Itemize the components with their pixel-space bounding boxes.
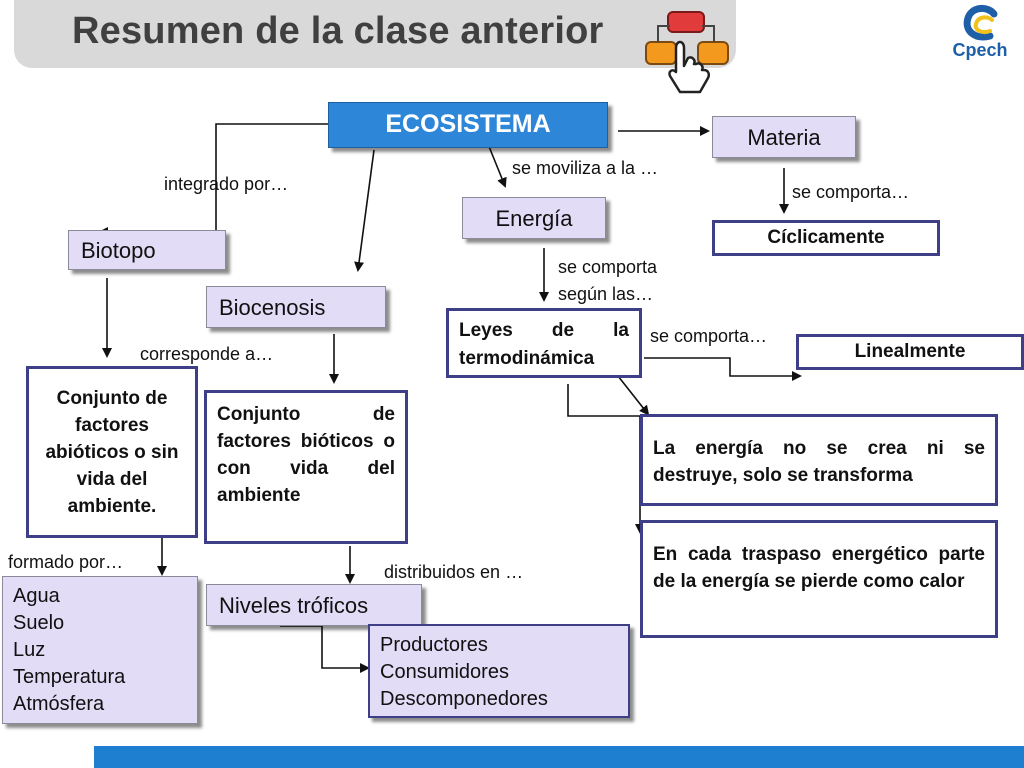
concept-map-hand-icon xyxy=(645,11,729,94)
list-item: Temperatura xyxy=(13,666,126,688)
node-energia: Energía xyxy=(462,197,606,239)
list-item: Atmósfera xyxy=(13,693,105,715)
node-ecosistema: ECOSISTEMA xyxy=(328,102,608,148)
node-ley2: En cada traspaso energético parte de la … xyxy=(640,520,998,638)
connector-comporta2: se comporta… xyxy=(650,326,768,346)
list-item: Descomponedores xyxy=(380,688,548,710)
node-ley1: La energía no se crea ni se destruye, so… xyxy=(640,414,998,506)
arrow-ecosistema-energia xyxy=(487,143,507,188)
connector-corresponde: corresponde a… xyxy=(140,344,274,364)
logo-text: Cpech xyxy=(952,40,1008,60)
node-abioticos-list: Agua Suelo Luz Temperatura Atmósfera xyxy=(2,576,198,724)
node-abioticos: Conjunto de factores abióticos o sin vid… xyxy=(26,366,198,538)
connector-distribuidos: distribuidos en … xyxy=(384,562,524,582)
list-item: Consumidores xyxy=(380,661,509,683)
list-item: Agua xyxy=(13,585,60,607)
page-title: Resumen de la clase anterior xyxy=(72,10,604,52)
node-troficos-list: Productores Consumidores Descomponedores xyxy=(368,624,630,718)
connector-formado: formado por… xyxy=(8,552,124,572)
node-linealmente: Linealmente xyxy=(796,334,1024,370)
node-materia: Materia xyxy=(712,116,856,158)
title-bar xyxy=(14,0,736,68)
arrow-leyes-ley1 xyxy=(617,375,650,416)
cpech-logo: Cpech xyxy=(944,4,1016,64)
node-ciclicamente: Cíclicamente xyxy=(712,220,940,256)
arrow-leyes-ley2 xyxy=(567,384,645,534)
list-item: Productores xyxy=(380,634,488,656)
connector-integrado: integrado por… xyxy=(164,174,289,194)
arrow-leyes-linealmente xyxy=(644,357,802,381)
connector-comporta1: se comporta… xyxy=(792,182,910,202)
node-biocenosis: Biocenosis xyxy=(206,286,386,328)
list-item: Suelo xyxy=(13,612,65,634)
connector-comporta-segun: se comporta según las… xyxy=(558,257,658,304)
arrow-niveles-troficos xyxy=(280,625,370,673)
node-leyes: Leyes de la termodinámica xyxy=(446,308,642,378)
footer-bar xyxy=(94,746,1024,768)
list-item: Luz xyxy=(13,639,46,661)
cpech-logo-icon xyxy=(963,5,998,41)
node-niveles: Niveles tróficos xyxy=(206,584,422,626)
node-biotopo: Biotopo xyxy=(68,230,226,270)
connector-moviliza: se moviliza a la … xyxy=(512,158,659,178)
arrow-ecosistema-biocenosis xyxy=(354,149,375,272)
node-bioticos: Conjunto de factores bióticos o con vida… xyxy=(204,390,408,544)
